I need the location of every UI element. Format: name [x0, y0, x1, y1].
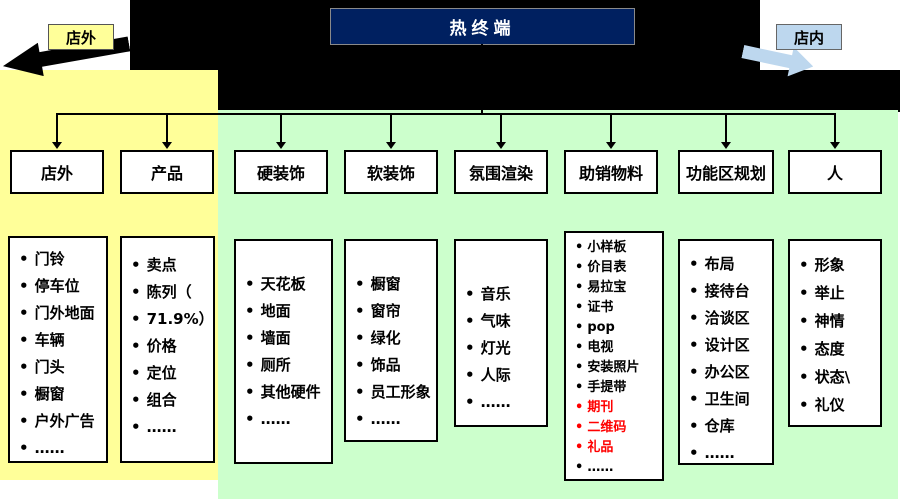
list-item: 小样板	[575, 238, 659, 258]
list-ambience: 音乐气味灯光人际……	[454, 239, 548, 427]
list-item: ……	[355, 406, 433, 433]
connector-arrow	[721, 115, 731, 149]
right-arrow-label: 店内	[776, 24, 842, 50]
list-item: 洽谈区	[689, 305, 769, 332]
connector-arrow	[52, 115, 62, 149]
list-people: 形象举止神情态度状态\礼仪	[788, 239, 882, 427]
connector-arrow	[496, 115, 506, 149]
header-functional-zones: 功能区规划	[678, 150, 774, 194]
connector-arrow	[162, 115, 172, 149]
list-item: 安装照片	[575, 358, 659, 378]
header-soft-decor: 软装饰	[344, 150, 438, 194]
list-item: 陈列（	[131, 279, 210, 306]
list-item: 礼仪	[799, 391, 877, 419]
list-item: 价目表	[575, 258, 659, 278]
connector-arrow	[830, 115, 840, 149]
list-item: 状态\	[799, 363, 877, 391]
list-item: 期刊	[575, 398, 659, 418]
list-item: 其他硬件	[245, 379, 328, 406]
header-hard-decor: 硬装饰	[234, 150, 328, 194]
list-item: 礼品	[575, 438, 659, 458]
list-item: 车辆	[19, 327, 103, 354]
header-people: 人	[788, 150, 882, 194]
list-store-exterior: 门铃停车位门外地面车辆门头橱窗户外广告……	[8, 236, 108, 463]
list-item: 橱窗	[355, 271, 433, 298]
list-item: 组合	[131, 387, 210, 414]
list-item: ……	[19, 435, 103, 462]
list-item: 窗帘	[355, 298, 433, 325]
top-band-lower	[218, 70, 900, 112]
list-item: 厕所	[245, 352, 328, 379]
connector-arrow	[606, 115, 616, 149]
list-item: 墙面	[245, 325, 328, 352]
list-item: 易拉宝	[575, 278, 659, 298]
list-product: 卖点陈列（71.9%）价格定位组合……	[120, 236, 215, 463]
list-item: 卫生间	[689, 386, 769, 413]
list-functional-zones: 布局接待台洽谈区设计区办公区卫生间仓库……	[678, 239, 774, 465]
connector-arrow	[276, 115, 286, 149]
list-item: 设计区	[689, 332, 769, 359]
list-item: 绿化	[355, 325, 433, 352]
header-ambience: 氛围渲染	[454, 150, 548, 194]
list-item: 形象	[799, 251, 877, 279]
list-item: 停车位	[19, 273, 103, 300]
left-arrow-label: 店外	[48, 24, 114, 50]
connector-arrow	[386, 115, 396, 149]
list-item: 定位	[131, 360, 210, 387]
list-item: 态度	[799, 335, 877, 363]
header-store-exterior: 店外	[10, 150, 104, 194]
list-item: 仓库	[689, 413, 769, 440]
list-item: 71.9%）	[131, 306, 214, 333]
list-item: 门铃	[19, 246, 103, 273]
list-item: ……	[245, 406, 328, 433]
list-item: ……	[689, 440, 769, 467]
list-item: ……	[131, 414, 210, 441]
list-item: 门外地面	[19, 300, 103, 327]
list-item: 神情	[799, 307, 877, 335]
list-item: 办公区	[689, 359, 769, 386]
list-item: 地面	[245, 298, 328, 325]
list-item: 灯光	[465, 335, 543, 362]
list-item: pop	[575, 318, 659, 338]
connector-bus	[56, 113, 836, 115]
list-item: 天花板	[245, 271, 328, 298]
list-item: 价格	[131, 333, 210, 360]
list-item: 门头	[19, 354, 103, 381]
list-item: 饰品	[355, 352, 433, 379]
list-item: 卖点	[131, 252, 210, 279]
list-item: ……	[465, 389, 543, 416]
list-hard-decor: 天花板地面墙面厕所其他硬件……	[234, 239, 333, 464]
list-soft-decor: 橱窗窗帘绿化饰品员工形象……	[344, 239, 438, 442]
list-item: 气味	[465, 308, 543, 335]
list-item: 电视	[575, 338, 659, 358]
list-item: 人际	[465, 362, 543, 389]
list-item: 员工形象	[355, 379, 433, 406]
list-sales-materials: 小样板价目表易拉宝证书pop电视安装照片手提带期刊二维码礼品……	[564, 231, 664, 481]
page-title: 热终端	[330, 8, 635, 45]
header-product: 产品	[120, 150, 214, 194]
list-item: 布局	[689, 251, 769, 278]
connector-main	[481, 44, 483, 115]
list-item: 举止	[799, 279, 877, 307]
list-item: 手提带	[575, 378, 659, 398]
list-item: 证书	[575, 298, 659, 318]
list-item: 户外广告	[19, 408, 103, 435]
list-item: 二维码	[575, 418, 659, 438]
header-sales-materials: 助销物料	[564, 150, 658, 194]
list-item: 音乐	[465, 281, 543, 308]
list-item: 接待台	[689, 278, 769, 305]
list-item: ……	[575, 458, 659, 478]
list-item: 橱窗	[19, 381, 103, 408]
